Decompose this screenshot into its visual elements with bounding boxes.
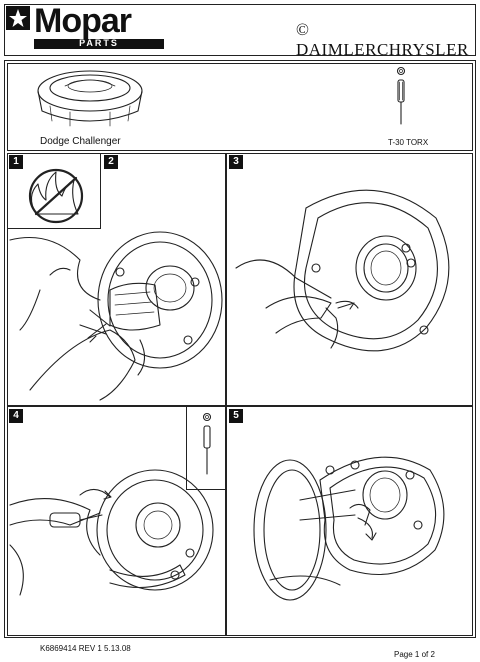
vehicle-label: Dodge Challenger: [40, 136, 121, 147]
step-number-3: 3: [229, 155, 243, 169]
pentastar-logo-icon: [6, 6, 30, 30]
brand-subtitle: PARTS: [34, 38, 164, 48]
inset-torx-screwdriver-icon: [192, 412, 222, 482]
step-2-illustration: [10, 230, 220, 405]
page-number: Page 1 of 2: [394, 650, 435, 659]
step-5-illustration: [250, 430, 460, 605]
step-4-illustration: [10, 475, 225, 625]
brand-logo: Mopar: [34, 2, 131, 41]
step-number-4: 4: [9, 409, 23, 423]
step-number-5: 5: [229, 409, 243, 423]
fuel-door-illustration: [30, 66, 150, 136]
tool-label: T-30 TORX: [388, 138, 428, 147]
company-name: © DAIMLERCHRYSLER: [296, 20, 480, 60]
step-3-illustration: [236, 168, 466, 398]
document-id: K6869414 REV 1 5.13.08: [40, 644, 131, 653]
torx-screwdriver-icon: [386, 66, 416, 136]
no-flame-icon: [16, 166, 96, 226]
step-number-2: 2: [104, 155, 118, 169]
